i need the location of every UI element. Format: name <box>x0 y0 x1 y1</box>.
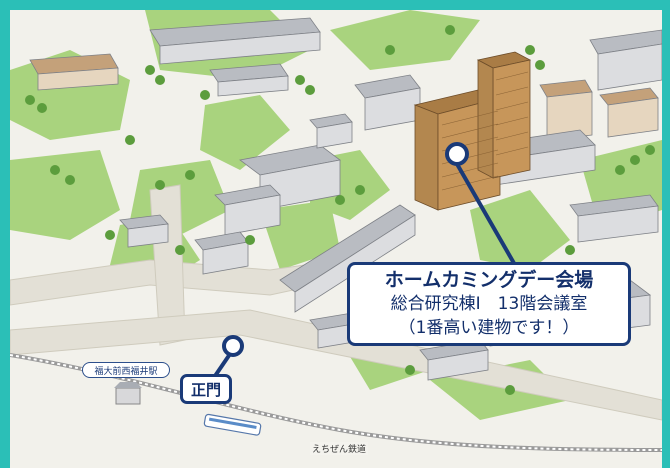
venue-room: 総合研究棟Ⅰ 13階会議室 <box>390 294 588 314</box>
campus-illustration <box>10 10 662 468</box>
station-building <box>114 382 142 405</box>
campus-map: ホームカミングデー会場 総合研究棟Ⅰ 13階会議室 （1番高い建物です！） 正門… <box>10 10 662 468</box>
trees <box>25 25 655 395</box>
venue-callout: ホームカミングデー会場 総合研究棟Ⅰ 13階会議室 （1番高い建物です！） <box>347 262 631 346</box>
station-label: 福大前西福井駅 <box>82 362 170 378</box>
venue-marker <box>445 142 517 266</box>
main-gate-label: 正門 <box>180 374 232 404</box>
venue-note: （1番高い建物です！） <box>398 318 580 338</box>
train <box>203 413 262 436</box>
railway-label: えちぜん鉄道 <box>310 442 369 455</box>
tall-building <box>413 51 532 211</box>
venue-title: ホームカミングデー会場 <box>384 269 594 291</box>
gate-marker <box>213 335 244 378</box>
